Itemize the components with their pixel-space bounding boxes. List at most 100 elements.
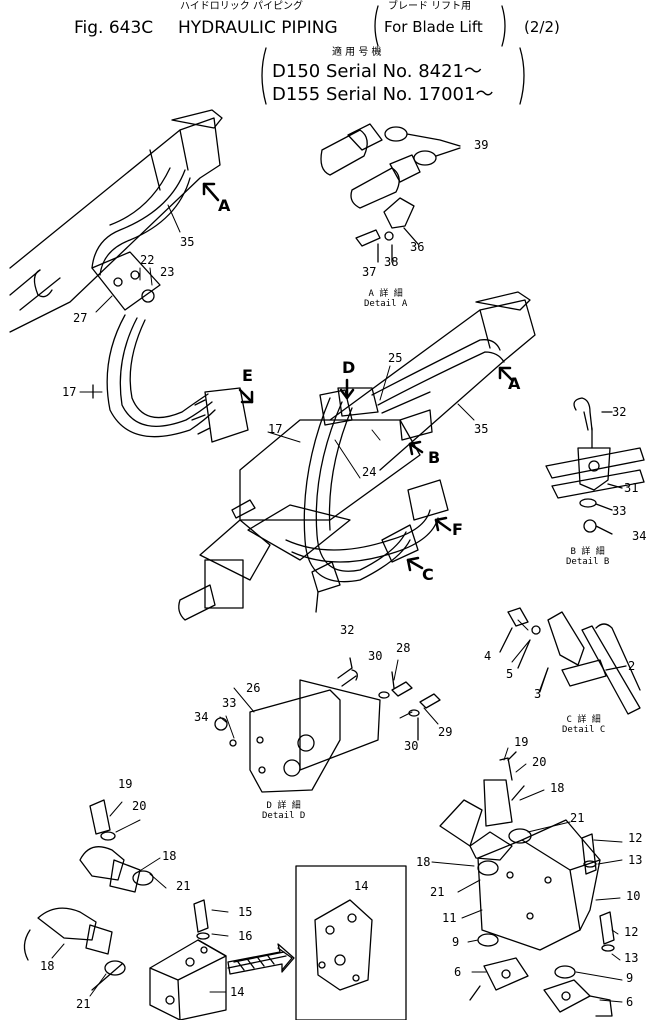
part-number: 9 <box>626 971 634 985</box>
detail-d-en: Detail D <box>262 810 306 821</box>
detail-c-jp: C 詳 細 <box>566 715 601 725</box>
part-number: 11 <box>442 911 457 925</box>
part-number: 15 <box>238 905 253 919</box>
part-number: 14 <box>230 985 245 999</box>
serial-label-japanese: 適 用 号 機 <box>332 47 382 58</box>
part-number: 32 <box>612 405 627 419</box>
part-number: 4 <box>484 649 492 663</box>
part-number: 35 <box>180 235 195 249</box>
part-number: 38 <box>384 255 399 269</box>
part-number: 36 <box>410 240 425 254</box>
detail-d-parts <box>214 657 441 793</box>
serial-d150: D150 Serial No. 8421～ <box>272 61 483 82</box>
part-number: 21 <box>76 997 91 1011</box>
part-number: 13 <box>624 951 639 965</box>
serial-d155: D155 Serial No. 17001～ <box>272 84 494 105</box>
part-number: 37 <box>362 265 377 279</box>
part-number: 29 <box>438 725 453 739</box>
part-number: 10 <box>626 889 641 903</box>
part-number: 12 <box>628 831 643 845</box>
detail-c-en: Detail C <box>562 724 606 735</box>
part-number: 6 <box>626 995 634 1009</box>
part-number: 12 <box>624 925 639 939</box>
figure-number: Fig. 643C <box>74 18 154 38</box>
part-number: 18 <box>162 849 177 863</box>
figure-title: HYDRAULIC PIPING <box>178 18 338 38</box>
detail-b-jp: B 詳 細 <box>570 547 605 557</box>
part-number: 27 <box>73 311 88 325</box>
part-number: 30 <box>368 649 383 663</box>
part-number: 18 <box>416 855 431 869</box>
detail-a-parts <box>320 123 461 263</box>
part-number: 21 <box>176 879 191 893</box>
view-a-callout-2: A <box>508 374 521 393</box>
detail-b-parts <box>545 397 645 535</box>
center-cylinder <box>329 291 536 471</box>
part-number: 19 <box>514 735 529 749</box>
center-frame <box>178 419 421 621</box>
part-number: 33 <box>222 696 237 710</box>
header-brackets <box>261 5 525 105</box>
part-number: 18 <box>40 959 55 973</box>
hatched-arrow <box>227 943 295 975</box>
part-number: 23 <box>160 265 175 279</box>
center-hoses <box>285 339 505 613</box>
part-number: 30 <box>404 739 419 753</box>
part-number: 34 <box>632 529 647 543</box>
part-number: 25 <box>388 351 403 365</box>
part-number: 35 <box>474 422 489 436</box>
view-a-callout: A <box>218 196 231 215</box>
part-number: 20 <box>532 755 547 769</box>
view-c-callout: C <box>422 565 434 584</box>
part-number: 6 <box>454 965 462 979</box>
lower-right-block <box>439 751 615 1017</box>
detail-c-label: C 詳 細 Detail C <box>562 715 606 736</box>
part-number: 24 <box>362 465 377 479</box>
view-e-callout: E <box>242 366 253 385</box>
part-number: 5 <box>506 667 514 681</box>
part-number: 2 <box>628 659 636 673</box>
part-number: 26 <box>246 681 261 695</box>
detail-a-en: Detail A <box>364 298 408 309</box>
for-blade-lift: For Blade Lift <box>384 18 483 36</box>
detail-b-label: B 詳 細 Detail B <box>566 547 610 568</box>
detail-b-en: Detail B <box>566 556 610 567</box>
part-number: 31 <box>624 481 639 495</box>
part-number: 28 <box>396 641 411 655</box>
view-d-callout: D <box>342 358 356 377</box>
subtitle-japanese: ブレード リフト用 <box>388 1 472 12</box>
detail-a-label: A 詳 細 Detail A <box>364 289 408 310</box>
part-number: 9 <box>452 935 460 949</box>
part-number: 17 <box>268 422 283 436</box>
part-number: 19 <box>118 777 133 791</box>
part-number: 20 <box>132 799 147 813</box>
detail-d-jp: D 詳 細 <box>266 801 301 811</box>
page-indicator: (2/2) <box>524 18 560 36</box>
view-b-callout: B <box>428 448 441 467</box>
part-number: 32 <box>340 623 355 637</box>
view-f-callout: F <box>452 520 463 539</box>
upper-left-hoses <box>91 167 249 443</box>
detail-c-parts <box>499 607 641 715</box>
part-number: 14 <box>354 879 369 893</box>
detail-a-jp: A 詳 細 <box>368 289 403 299</box>
title-japanese: ハイドロリック パイピング <box>180 1 303 12</box>
part-number: 22 <box>140 253 155 267</box>
detail-14-box <box>295 865 407 1020</box>
part-number: 21 <box>430 885 445 899</box>
part-number: 39 <box>474 138 489 152</box>
part-number: 16 <box>238 929 253 943</box>
part-number: 21 <box>570 811 585 825</box>
part-number: 34 <box>194 710 209 724</box>
part-number: 3 <box>534 687 542 701</box>
detail-d-label: D 詳 細 Detail D <box>262 801 306 822</box>
lower-left-block <box>23 799 293 1020</box>
view-arrows <box>202 182 514 572</box>
part-number: 18 <box>550 781 565 795</box>
upper-left-cylinder <box>9 109 223 333</box>
part-number: 33 <box>612 504 627 518</box>
leader-lines <box>51 204 623 1003</box>
part-number: 13 <box>628 853 643 867</box>
